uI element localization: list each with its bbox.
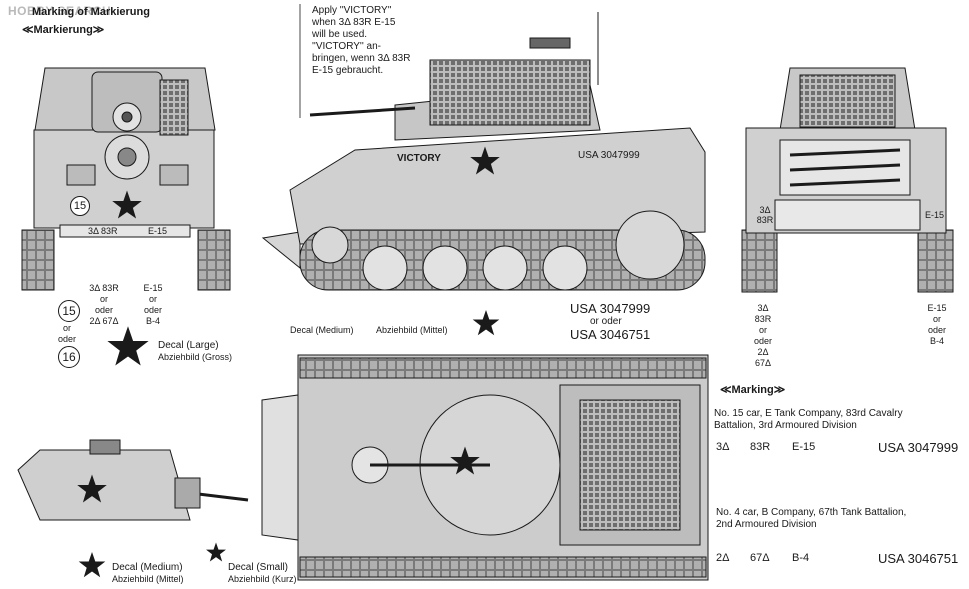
decal-medium-side-star	[472, 310, 500, 336]
marking-1-desc: No. 15 car, E Tank Company, 83rd Cavalry…	[714, 408, 903, 431]
marking-1-serial: USA 3047999	[878, 440, 959, 455]
side-idler	[615, 210, 685, 280]
decal-large-de: Abziehbild (Gross)	[158, 352, 233, 362]
top-bumper-spikes	[261, 394, 299, 541]
rear-col-2: E-15 or oder B-4	[927, 303, 947, 346]
decal-medium-side-en: Decal (Medium)	[290, 325, 354, 335]
front-col-2: E-15 or oder B-4	[143, 283, 163, 326]
marking-1-code-a: 3Δ	[716, 441, 730, 453]
front-col-1: 3Δ 83R or oder 2Δ 67Δ	[89, 283, 119, 326]
front-plate-right: E-15	[148, 226, 168, 236]
rear-left-track	[741, 229, 778, 293]
marking-2-code-a: 2Δ	[716, 552, 730, 564]
front-right-track	[197, 229, 231, 291]
serial-2: USA 3046751	[570, 327, 651, 342]
side-gun	[309, 106, 416, 117]
decal-small-star	[206, 542, 226, 562]
circle-or: or	[63, 323, 72, 333]
circle-16: 16	[58, 346, 80, 368]
front-plate-left: 3Δ 83R	[88, 226, 118, 236]
rear-plate-right: E-15	[925, 210, 945, 220]
marking-2-desc: No. 4 car, B Company, 67th Tank Battalio…	[716, 507, 907, 530]
watermark: HOBBY SEARCH	[8, 4, 112, 18]
side-engine-grill	[429, 59, 591, 126]
side-bumper-spikes	[261, 231, 301, 270]
note-apply-victory: Apply ''VICTORY'' when 3Δ 83R E-15 will …	[312, 5, 411, 76]
marking-header-de: ≪Markierung≫	[22, 24, 105, 36]
rear-right-track	[917, 229, 954, 293]
marking-2-code-b: 67Δ	[750, 552, 770, 564]
decal-small-de: Abziehbild (Kurz)	[228, 574, 297, 584]
rear-plate-left-2: 83R	[756, 215, 774, 225]
side-view	[261, 12, 706, 291]
decal-medium-bottom-star	[78, 552, 106, 578]
side-hull	[289, 127, 706, 245]
front-view	[21, 67, 231, 291]
rear-col-1: 3Δ 83R or oder 2Δ 67Δ	[753, 303, 772, 368]
marking-1-code-c: E-15	[792, 441, 816, 453]
rear-plate-left-1: 3Δ	[759, 205, 771, 215]
serial-1: USA 3047999	[570, 301, 651, 316]
decal-large-star	[107, 326, 149, 366]
side-serial-text: USA 3047999	[578, 150, 640, 161]
circle-15: 15	[58, 300, 80, 322]
side-victory-text: VICTORY	[397, 153, 441, 164]
rear-view	[741, 67, 954, 293]
front-left-track	[21, 229, 55, 291]
marking-header-top: Marking of Markierung	[32, 6, 150, 18]
decal-small-en: Decal (Small)	[228, 562, 289, 573]
marking-header-en: ≪Marking≫	[720, 384, 786, 396]
serial-or-oder: or oder	[590, 316, 622, 327]
marking-2-code-c: B-4	[792, 552, 810, 564]
decal-medium-side-de: Abziehbild (Mittel)	[376, 325, 448, 335]
top-view	[261, 354, 709, 581]
front-plate-circle-15: 15	[70, 196, 90, 216]
decal-medium-bottom-en: Decal (Medium)	[112, 562, 183, 573]
circle-oder: oder	[58, 334, 77, 344]
decal-large-en: Decal (Large)	[158, 340, 219, 351]
marking-2-serial: USA 3046751	[878, 551, 959, 566]
small-side-view	[17, 439, 249, 521]
decal-medium-bottom-de: Abziehbild (Mittel)	[112, 574, 184, 584]
marking-1-code-b: 83R	[750, 441, 771, 453]
